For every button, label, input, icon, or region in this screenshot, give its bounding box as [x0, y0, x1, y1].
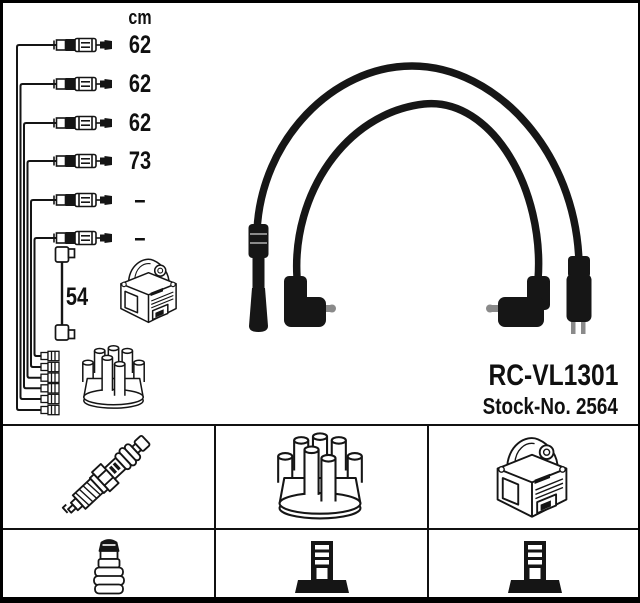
legend-cell-distributor-cap [216, 426, 429, 530]
elbow-boot-right [486, 276, 550, 327]
cable-length-3: 62 [128, 109, 152, 137]
distributor-cap-icon [82, 344, 145, 409]
cable-length-4: 73 [128, 147, 152, 175]
spark-plug-icon [57, 429, 156, 524]
unit-header: cm [128, 7, 152, 29]
cable-length-2: 62 [128, 70, 152, 98]
spark-plug-terminal-nut-icon [92, 539, 125, 595]
straight-boot-left [248, 224, 269, 332]
legend-cell-ignition-coil [429, 426, 638, 530]
cable-length-6: – [134, 224, 146, 252]
harness-diagram [16, 37, 592, 416]
harness-bracket [16, 44, 57, 411]
distributor-plug-stack [40, 350, 60, 416]
legend-cell-distributor-terminal [216, 530, 429, 597]
cable-length-5: – [134, 186, 146, 214]
ignition-coil-icon [496, 437, 568, 518]
product-code: RC-VL1301 [488, 359, 618, 392]
legend-cell-plug-terminal [3, 530, 216, 597]
coil-wire-schematic [54, 246, 76, 341]
coil-wire-length: 54 [65, 283, 89, 311]
wire-photo [248, 62, 592, 334]
stock-number: Stock-No. 2564 [482, 393, 618, 419]
legend-cell-spark-plug [3, 426, 216, 530]
distributor-terminal-icon [294, 541, 349, 593]
cable-length-1: 62 [128, 31, 152, 59]
cable-schematics [53, 37, 113, 246]
distributor-cap-icon [277, 432, 363, 520]
elbow-boot-left [284, 276, 336, 327]
straight-boot-right [566, 256, 592, 334]
ignition-coil-icon [120, 258, 177, 324]
legend-table [3, 424, 638, 597]
legend-cell-coil-terminal [429, 530, 638, 597]
coil-terminal-icon [507, 541, 562, 593]
